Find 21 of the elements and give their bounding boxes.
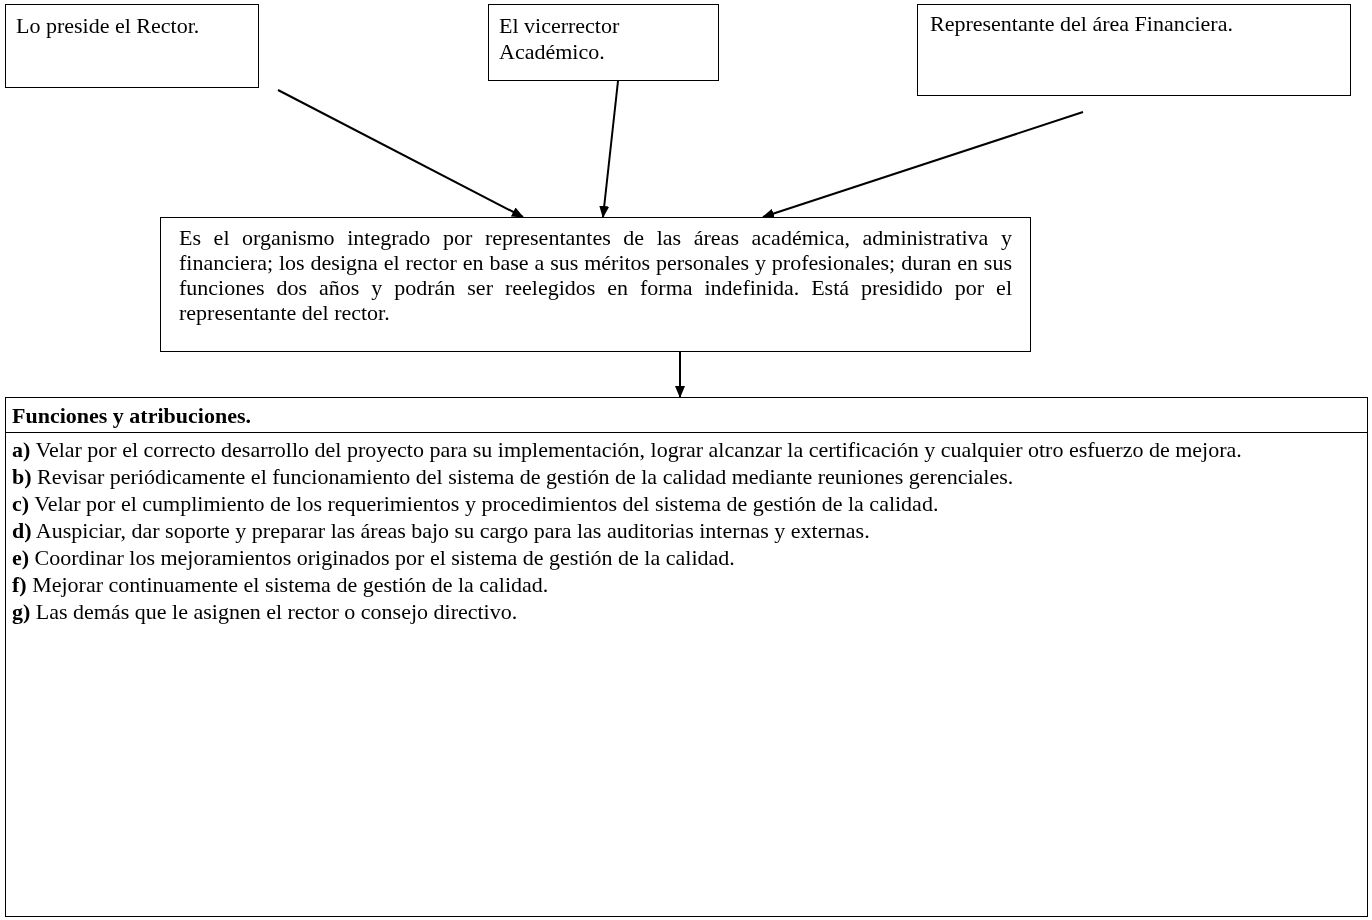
functions-table bbox=[5, 397, 1368, 917]
list-item: d) Auspiciar, dar soporte y preparar las áreas bajo su cargo para las auditorias internas y externas. bbox=[11, 517, 871, 544]
list-item: c) Velar por el cumplimiento de los requerimientos y procedimientos del sistema de gestión de la calidad. bbox=[11, 490, 940, 517]
box-text: Es el organismo integrado por representantes de las áreas académica, administrativa y financiera; los designa el rector en base a sus méritos personales y profesionales; duran en sus funciones dos años y podrán ser reelegidos en forma indefinida. Está presidido por el representante del rector. bbox=[179, 225, 1012, 325]
box-text: Lo preside el Rector. bbox=[16, 13, 201, 39]
description-box bbox=[160, 217, 1031, 352]
list-item: g) Las demás que le asignen el rector o consejo directivo. bbox=[11, 598, 519, 625]
box-text: El vicerrector Académico. bbox=[499, 13, 621, 65]
arrow bbox=[599, 80, 619, 218]
table-heading: Funciones y atribuciones. bbox=[6, 398, 1367, 433]
text-box bbox=[488, 4, 719, 81]
list-item: f) Mejorar continuamente el sistema de gestión de la calidad. bbox=[11, 571, 550, 598]
arrow bbox=[762, 111, 1084, 219]
arrow bbox=[675, 351, 685, 398]
list-item: e) Coordinar los mejoramientos originados por el sistema de gestión de la calidad. bbox=[11, 544, 736, 571]
box-text: Representante del área Financiera. bbox=[930, 11, 1234, 37]
text-box bbox=[917, 4, 1351, 96]
list-item: b) Revisar periódicamente el funcionamiento del sistema de gestión de la calidad mediante reuniones gerenciales. bbox=[11, 463, 1015, 490]
text-box bbox=[5, 4, 259, 88]
arrow bbox=[277, 89, 524, 218]
list-item: a) Velar por el correcto desarrollo del proyecto para su implementación, lograr alcanzar la certificación y cualquier otro esfuerzo de mejora. bbox=[11, 436, 1243, 463]
